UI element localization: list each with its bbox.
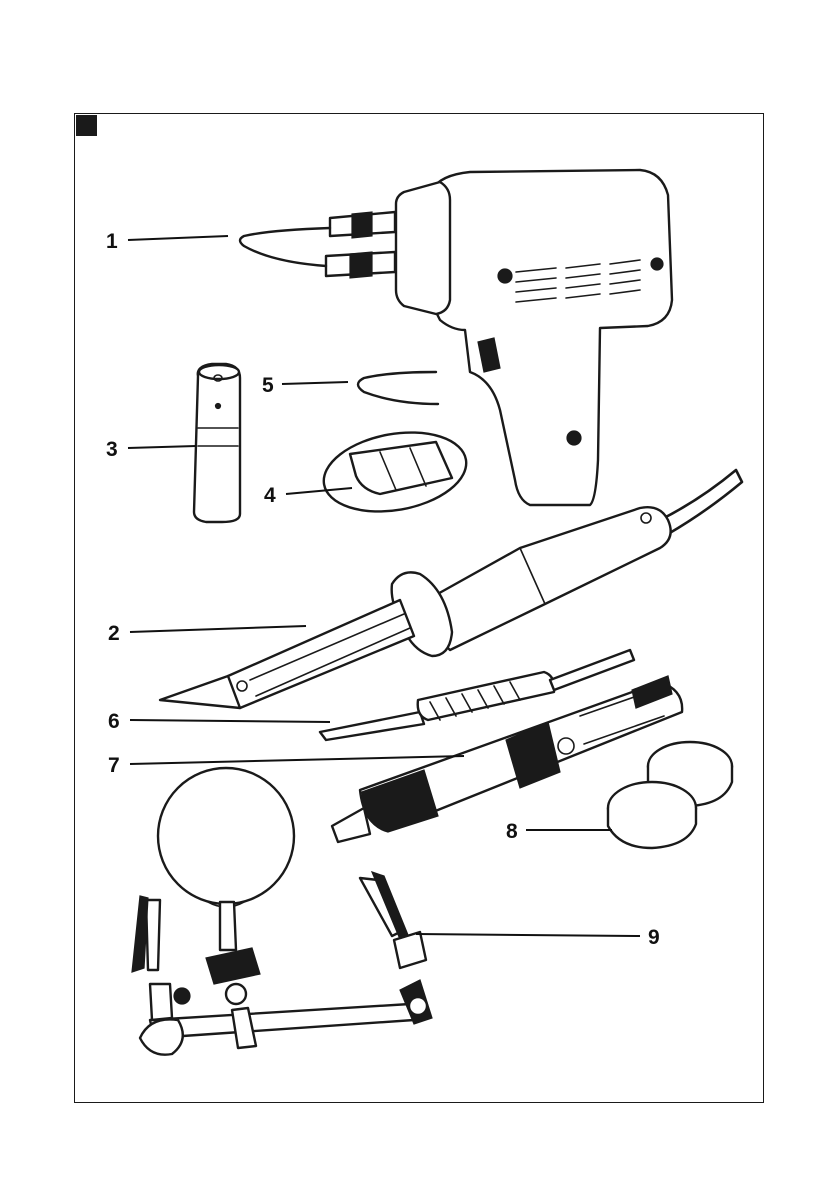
callout-8: 8 xyxy=(506,820,518,843)
leader-7 xyxy=(130,756,464,764)
callout-1: 1 xyxy=(106,230,118,253)
callout-3: 3 xyxy=(106,438,118,461)
leader-1 xyxy=(128,236,228,240)
leader-9 xyxy=(416,934,640,936)
callout-2: 2 xyxy=(108,622,120,645)
sponge-tray-icon xyxy=(317,422,472,522)
leader-6 xyxy=(130,720,330,722)
leader-2 xyxy=(130,626,306,632)
solder-paste-tins-icon xyxy=(608,742,732,848)
leader-5 xyxy=(282,382,348,384)
spare-tip-icon xyxy=(358,372,438,404)
callout-5: 5 xyxy=(262,374,274,397)
callout-4: 4 xyxy=(264,484,276,507)
callout-7: 7 xyxy=(108,754,120,777)
callout-9: 9 xyxy=(648,926,660,949)
callout-6: 6 xyxy=(108,710,120,733)
tip-sleeve-icon xyxy=(194,364,240,522)
soldering-iron-icon xyxy=(160,470,742,708)
leader-3 xyxy=(128,446,196,448)
